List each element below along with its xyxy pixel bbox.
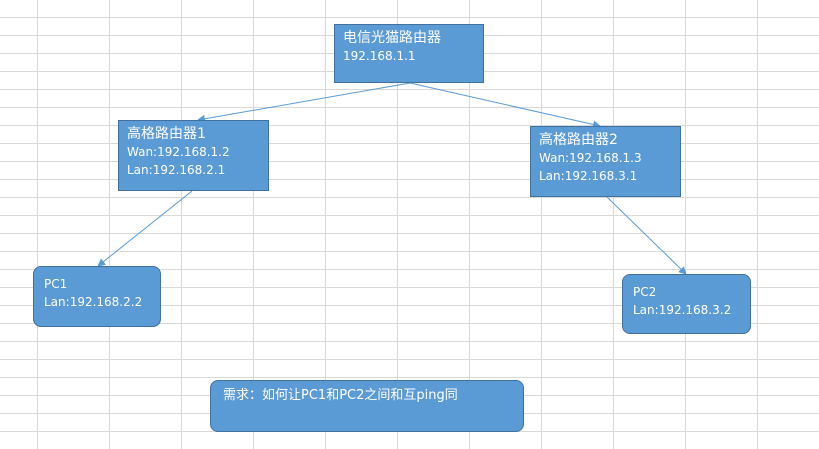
edge-modem-router2 (409, 82, 601, 129)
edge-modem-router1 (197, 82, 411, 123)
modem-title: 电信光猫路由器 (343, 30, 441, 46)
router2-wan: Wan:192.168.1.3 (539, 151, 642, 165)
modem-ip: 192.168.1.1 (343, 49, 416, 63)
pc2-lan: Lan:192.168.3.2 (633, 303, 732, 317)
pc1-title: PC1 (44, 277, 68, 291)
requirement-text: 需求：如何让PC1和PC2之间和互ping同 (223, 388, 458, 403)
edge-router1-pc1 (97, 190, 193, 267)
router1-lan: Lan:192.168.2.1 (127, 163, 226, 177)
router2-lan: Lan:192.168.3.1 (539, 169, 638, 183)
pc1-lan: Lan:192.168.2.2 (44, 295, 143, 309)
router1-wan: Wan:192.168.1.2 (127, 145, 230, 159)
pc2-node[interactable]: PC2 Lan:192.168.3.2 (622, 274, 751, 334)
modem-node[interactable]: 电信光猫路由器 192.168.1.1 (334, 24, 484, 83)
router2-title: 高格路由器2 (539, 132, 618, 148)
requirement-box[interactable]: 需求：如何让PC1和PC2之间和互ping同 (210, 380, 524, 432)
router1-node[interactable]: 高格路由器1 Wan:192.168.1.2 Lan:192.168.2.1 (118, 120, 269, 191)
pc1-node[interactable]: PC1 Lan:192.168.2.2 (33, 266, 161, 327)
router2-node[interactable]: 高格路由器2 Wan:192.168.1.3 Lan:192.168.3.1 (530, 126, 681, 197)
edge-router2-pc2 (606, 196, 687, 275)
pc2-title: PC2 (633, 285, 657, 299)
router1-title: 高格路由器1 (127, 126, 206, 142)
